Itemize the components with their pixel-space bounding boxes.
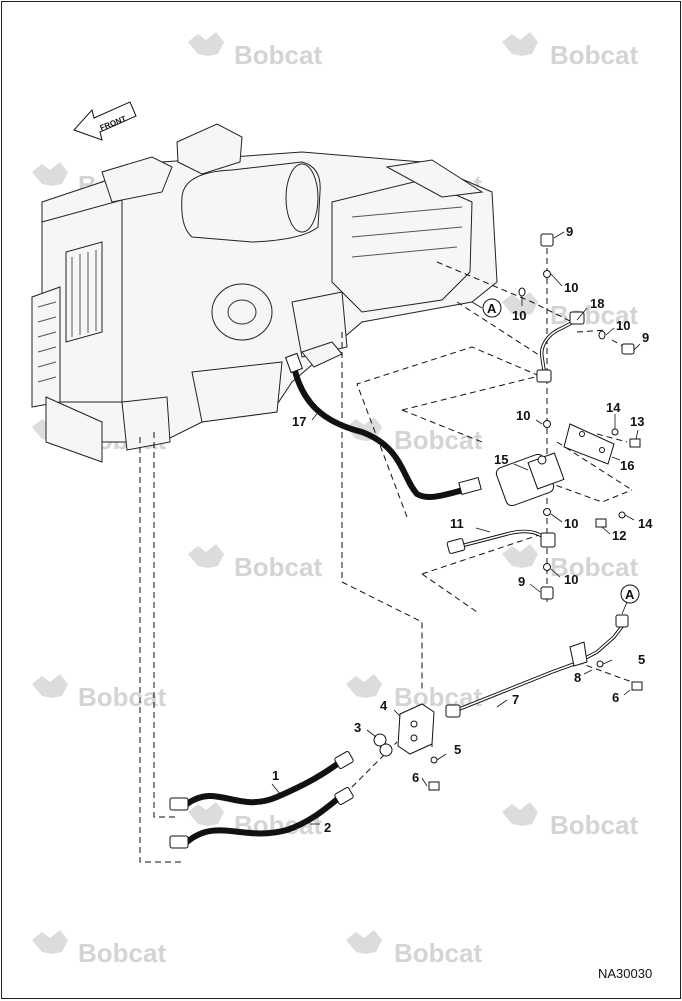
watermark-text: Bobcat: [234, 40, 322, 70]
callout-18: 18: [590, 296, 604, 311]
callout-10f: 10: [564, 572, 578, 587]
watermark-10: Bobcat: [32, 674, 166, 712]
filter-15: [495, 452, 565, 507]
leader-lines: [271, 231, 641, 825]
watermark-text: Bobcat: [394, 425, 482, 455]
bobcat-logo-icon: [502, 32, 538, 56]
bobcat-logo-icon: [188, 32, 224, 56]
ref-marker-label: A: [625, 587, 635, 602]
bobcat-logo-icon: [346, 930, 382, 954]
bobcat-logo-icon: [188, 802, 224, 826]
bobcat-logo-icon: [346, 674, 382, 698]
manifold-4: [373, 660, 643, 791]
front-arrow-icon: [73, 101, 137, 141]
watermark-text: Bobcat: [550, 810, 638, 840]
watermark-text: Bobcat: [394, 938, 482, 968]
callout-2: 2: [324, 820, 331, 835]
watermark-1: Bobcat: [188, 32, 322, 70]
ref-marker-a-1: A: [482, 298, 502, 318]
callout-16: 16: [620, 458, 634, 473]
tube-7: [445, 614, 629, 718]
callout-11: 11: [450, 516, 464, 531]
bobcat-logo-icon: [188, 544, 224, 568]
callout-10e: 10: [564, 516, 578, 531]
callout-10c: 10: [616, 318, 630, 333]
watermark-2: Bobcat: [502, 32, 638, 70]
callout-1: 1: [272, 768, 279, 783]
ref-marker-a-2: A: [620, 584, 640, 604]
callout-7: 7: [512, 692, 519, 707]
callout-14a: 14: [606, 400, 621, 415]
callout-12: 12: [612, 528, 626, 543]
bracket-16: [563, 423, 615, 465]
front-arrow: FRONT: [73, 101, 137, 141]
watermark-14: Bobcat: [32, 930, 166, 968]
callout-3: 3: [354, 720, 361, 735]
watermark-9: Bobcat: [502, 544, 638, 582]
callout-4: 4: [380, 698, 388, 713]
callout-15: 15: [494, 452, 508, 467]
callout-10a: 10: [564, 280, 578, 295]
bobcat-logo-icon: [502, 544, 538, 568]
bobcat-logo-icon: [32, 162, 68, 186]
callout-17: 17: [292, 414, 306, 429]
tube-11: [446, 529, 556, 554]
callout-8: 8: [574, 670, 581, 685]
ref-marker-label: A: [487, 301, 497, 316]
watermark-text: Bobcat: [550, 552, 638, 582]
bobcat-logo-icon: [502, 802, 538, 826]
callout-6a: 6: [412, 770, 419, 785]
bobcat-logo-icon: [502, 292, 538, 316]
callout-13: 13: [630, 414, 644, 429]
callout-5b: 5: [638, 652, 645, 667]
bobcat-logo-icon: [32, 930, 68, 954]
callout-14b: 14: [638, 516, 653, 531]
callout-5a: 5: [454, 742, 461, 757]
hose-17: [284, 352, 482, 500]
watermark-text: Bobcat: [394, 682, 482, 712]
callout-9b: 9: [642, 330, 649, 345]
callout-10d: 10: [516, 408, 530, 423]
callout-6b: 6: [612, 690, 619, 705]
fittings: [518, 233, 641, 600]
tube-18: [536, 311, 585, 383]
watermark-15: Bobcat: [346, 930, 482, 968]
callout-10b: 10: [512, 308, 526, 323]
figure-id: NA30030: [598, 966, 652, 981]
watermark-13: Bobcat: [502, 802, 638, 840]
watermark-8: Bobcat: [188, 544, 322, 582]
callout-9c: 9: [518, 574, 525, 589]
bobcat-logo-icon: [32, 674, 68, 698]
callouts: 1 2 3 4 5 5 6 6 7 8 9 9 9 10 10 10 10 10…: [272, 224, 653, 835]
watermark-text: Bobcat: [550, 40, 638, 70]
callout-9a: 9: [566, 224, 573, 239]
hoses-1-2: [169, 751, 354, 849]
engine-assembly: [31, 123, 498, 463]
watermark-text: Bobcat: [78, 938, 166, 968]
watermark-text: Bobcat: [78, 682, 166, 712]
watermark-text: Bobcat: [234, 552, 322, 582]
